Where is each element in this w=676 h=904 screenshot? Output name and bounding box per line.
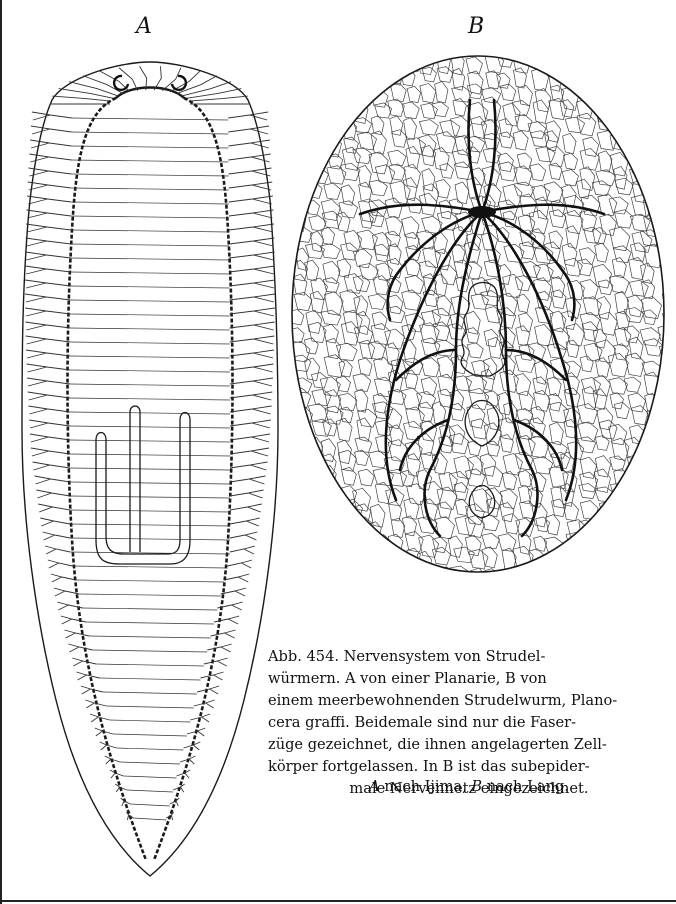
caption-line: cera graffi. Beidemale sind nur die Fase…	[268, 712, 670, 734]
credit-label-a: A	[369, 778, 380, 795]
caption-line: züge gezeichnet, die ihnen angelagerten …	[268, 734, 670, 756]
credit-text-a: nach Ijima,	[384, 778, 466, 795]
caption-line: körper fortgelassen. In B ist das subepi…	[268, 756, 670, 778]
figure-credit: A nach Ijima, B nach Lang.	[268, 778, 670, 795]
planocera-brain	[468, 206, 496, 218]
caption-line: einem meerbewohnenden Strudelwurm, Plano…	[268, 690, 670, 712]
figure-caption: Abb. 454. Nervensystem von Strudel- würm…	[268, 646, 670, 800]
planocera-body-outline	[292, 56, 664, 572]
caption-line: Abb. 454. Nervensystem von Strudel-	[268, 646, 670, 668]
credit-label-b: B	[471, 778, 482, 795]
caption-line: würmern. A von einer Planarie, B von	[268, 668, 670, 690]
credit-text-b: nach Lang.	[487, 778, 569, 795]
